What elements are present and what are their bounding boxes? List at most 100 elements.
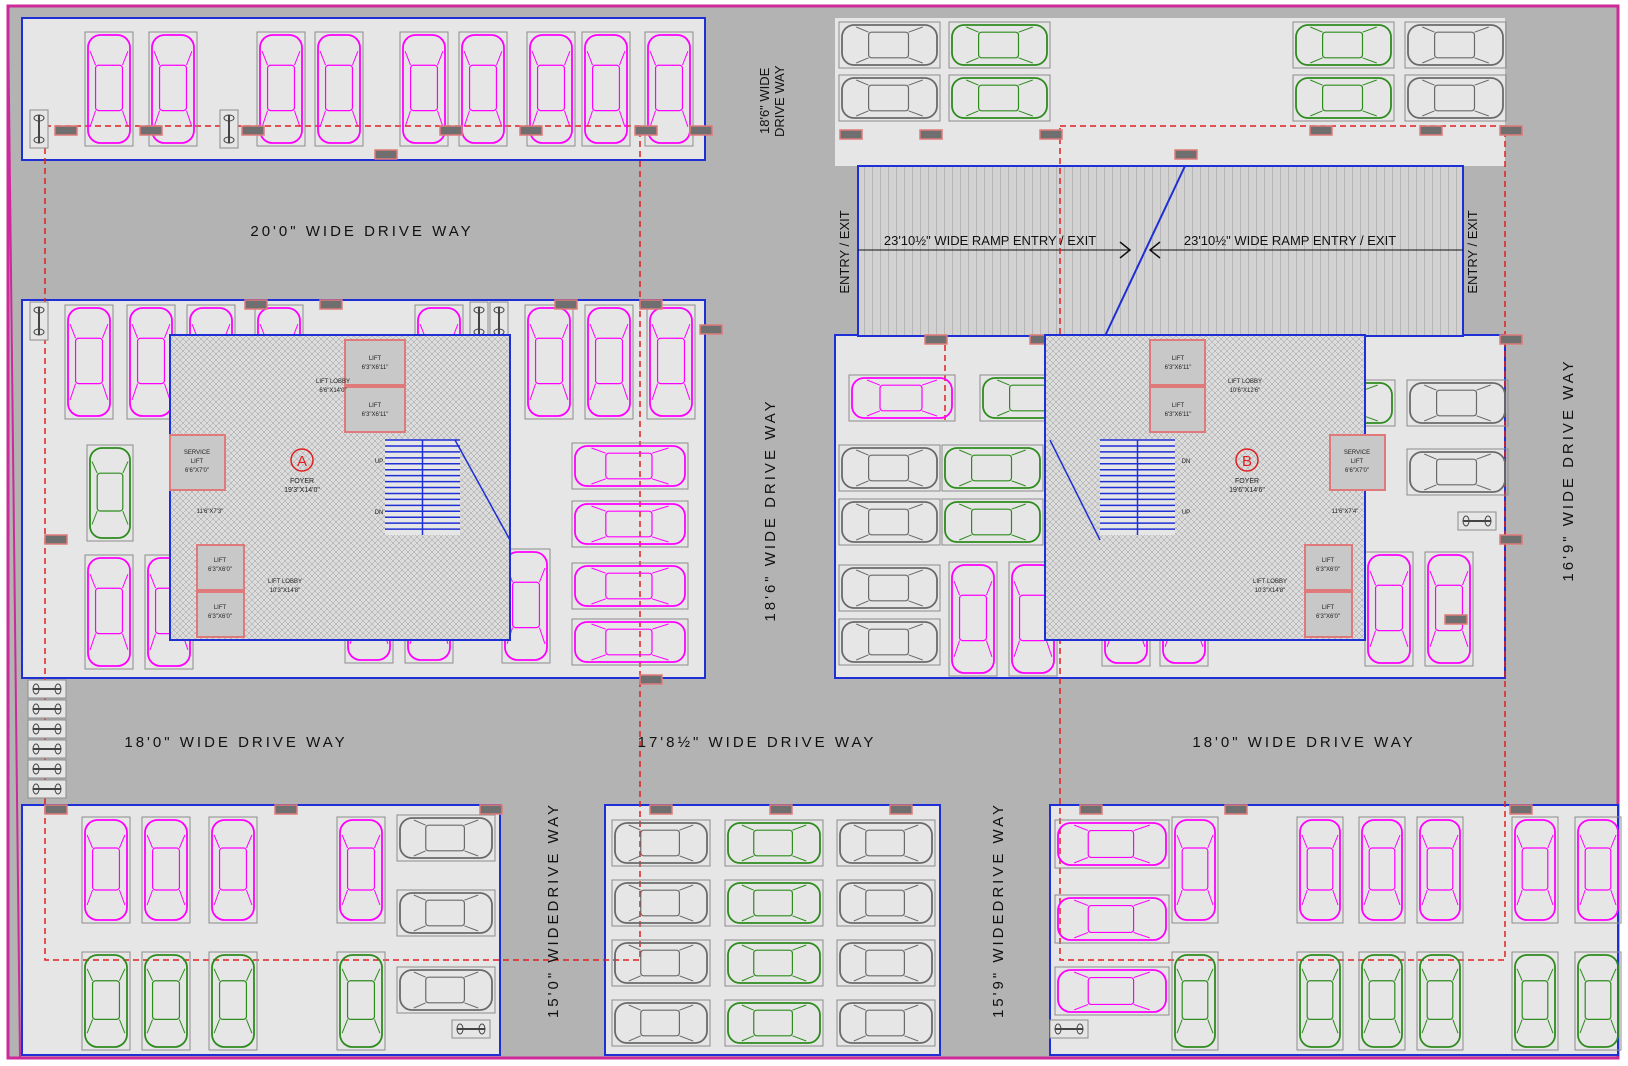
car-icon	[141, 816, 191, 924]
two-wheeler-icon	[451, 1019, 491, 1039]
column-icon	[139, 125, 163, 136]
core-b-lift-2-label: LIFT	[1172, 403, 1185, 409]
car-icon	[396, 814, 496, 862]
core-b-lift-2-size: 6'3"X6'11"	[1165, 412, 1192, 418]
car-icon	[644, 31, 694, 147]
core-b-marker-circle	[1235, 448, 1259, 472]
car-icon	[84, 554, 134, 670]
car-icon	[396, 889, 496, 937]
car-icon	[941, 498, 1044, 546]
car-icon	[1574, 951, 1622, 1051]
two-wheeler-icon	[27, 739, 67, 759]
core-b-foyer-label: FOYER	[1235, 478, 1259, 485]
label-drive-bottom-right: 18'0" WIDE DRIVE WAY	[1192, 734, 1415, 751]
core-b-service-lift-label-2: LIFT	[1351, 459, 1364, 465]
core-a-lift-2	[344, 386, 406, 433]
column-icon	[1079, 804, 1103, 815]
column-icon	[1174, 149, 1198, 160]
column-icon	[274, 804, 298, 815]
car-icon	[724, 999, 824, 1047]
column-icon	[1309, 125, 1333, 136]
core-b-foyer-size: 19'6"X14'6"	[1229, 487, 1265, 494]
car-icon	[611, 879, 711, 927]
core-a-lift-4	[196, 591, 245, 638]
car-icon	[1416, 816, 1464, 924]
column-icon	[924, 334, 948, 345]
car-icon	[838, 618, 941, 666]
column-icon	[839, 129, 863, 140]
car-icon	[1171, 816, 1219, 924]
core-a-stair-down: DN	[375, 510, 384, 516]
ramp-arrowhead-right	[1148, 241, 1161, 259]
column-icon	[1039, 129, 1063, 140]
column-icon	[374, 149, 398, 160]
core-b-lift-3-size: 6'3"X6'0"	[1316, 567, 1340, 573]
label-drive-bottom-left: 18'0" WIDE DRIVE WAY	[124, 734, 347, 751]
core-b-marker: B	[1242, 453, 1252, 470]
car-icon	[336, 816, 386, 924]
car-icon	[1406, 379, 1509, 427]
car-icon	[838, 444, 941, 492]
label-entry-exit-right: ENTRY / EXIT	[1465, 210, 1480, 293]
car-icon	[524, 304, 574, 420]
column-icon	[554, 299, 578, 310]
car-icon	[836, 999, 936, 1047]
slab-bottom-left	[21, 804, 501, 1056]
column-icon	[1419, 125, 1443, 136]
core-b-lift-lobby-top-label: LIFT LOBBY	[1228, 379, 1262, 385]
core-a-stair-up: UP	[375, 459, 383, 465]
core-a-stair-arrow	[454, 439, 511, 541]
car-icon	[81, 951, 131, 1051]
ramp-arrowhead-left	[1119, 241, 1132, 259]
car-icon	[948, 21, 1051, 69]
core-a-lift-lobby-bottom-label: LIFT LOBBY	[268, 579, 302, 585]
core-b: B FOYER 19'6"X14'6" LIFT LOBBY 10'6"X12'…	[1044, 334, 1386, 641]
column-icon	[639, 674, 663, 685]
car-icon	[724, 819, 824, 867]
column-icon	[634, 125, 658, 136]
car-icon	[581, 31, 631, 147]
core-b-service-lift	[1329, 434, 1386, 491]
core-a-lift-4-size: 6'3"X6'0"	[208, 614, 232, 620]
car-icon	[458, 31, 508, 147]
column-icon	[519, 125, 543, 136]
car-icon	[838, 74, 941, 122]
core-b-corridor-size: 11'6"X7'4"	[1332, 509, 1359, 515]
boundary-offset-line	[7, 11, 21, 1059]
ramp-divider	[1104, 165, 1186, 337]
label-drive-right-vertical: 16'9" WIDE DRIVE WAY	[1560, 358, 1577, 581]
core-a-marker-circle	[290, 448, 314, 472]
core-b-lift-4	[1304, 591, 1353, 638]
core-b-service-lift-size: 6'6"X7'0"	[1345, 468, 1369, 474]
column-icon	[244, 299, 268, 310]
core-a-staircase	[385, 439, 511, 541]
label-drive-lower-vertical-2: 15'9" WIDEDRIVE WAY	[990, 802, 1007, 1018]
column-icon	[1499, 125, 1523, 136]
core-a-service-lift-label-2: LIFT	[191, 459, 204, 465]
column-icon	[1499, 334, 1523, 345]
car-icon	[838, 498, 941, 546]
label-entry-exit-left: ENTRY / EXIT	[837, 210, 852, 293]
core-b-lift-1-label: LIFT	[1172, 356, 1185, 362]
car-icon	[1406, 448, 1509, 496]
car-icon	[571, 618, 689, 666]
car-icon	[646, 304, 696, 420]
car-icon	[948, 74, 1051, 122]
column-icon	[1224, 804, 1248, 815]
core-b-stair-up: UP	[1182, 510, 1190, 516]
column-icon	[889, 804, 913, 815]
core-a-lift-2-label: LIFT	[369, 403, 382, 409]
two-wheeler-icon	[27, 699, 67, 719]
car-icon	[336, 951, 386, 1051]
structural-columns	[44, 125, 1533, 815]
column-icon	[699, 324, 723, 335]
car-icon	[1511, 951, 1559, 1051]
core-b-stair-arrow	[1049, 439, 1101, 541]
column-icon	[769, 804, 793, 815]
core-a-lift-3-label: LIFT	[214, 558, 227, 564]
core-a-lift-lobby-bottom-size: 10'3"X14'8"	[270, 588, 301, 594]
car-icon	[838, 564, 941, 612]
core-a-lift-3	[196, 544, 245, 591]
car-icon	[836, 819, 936, 867]
